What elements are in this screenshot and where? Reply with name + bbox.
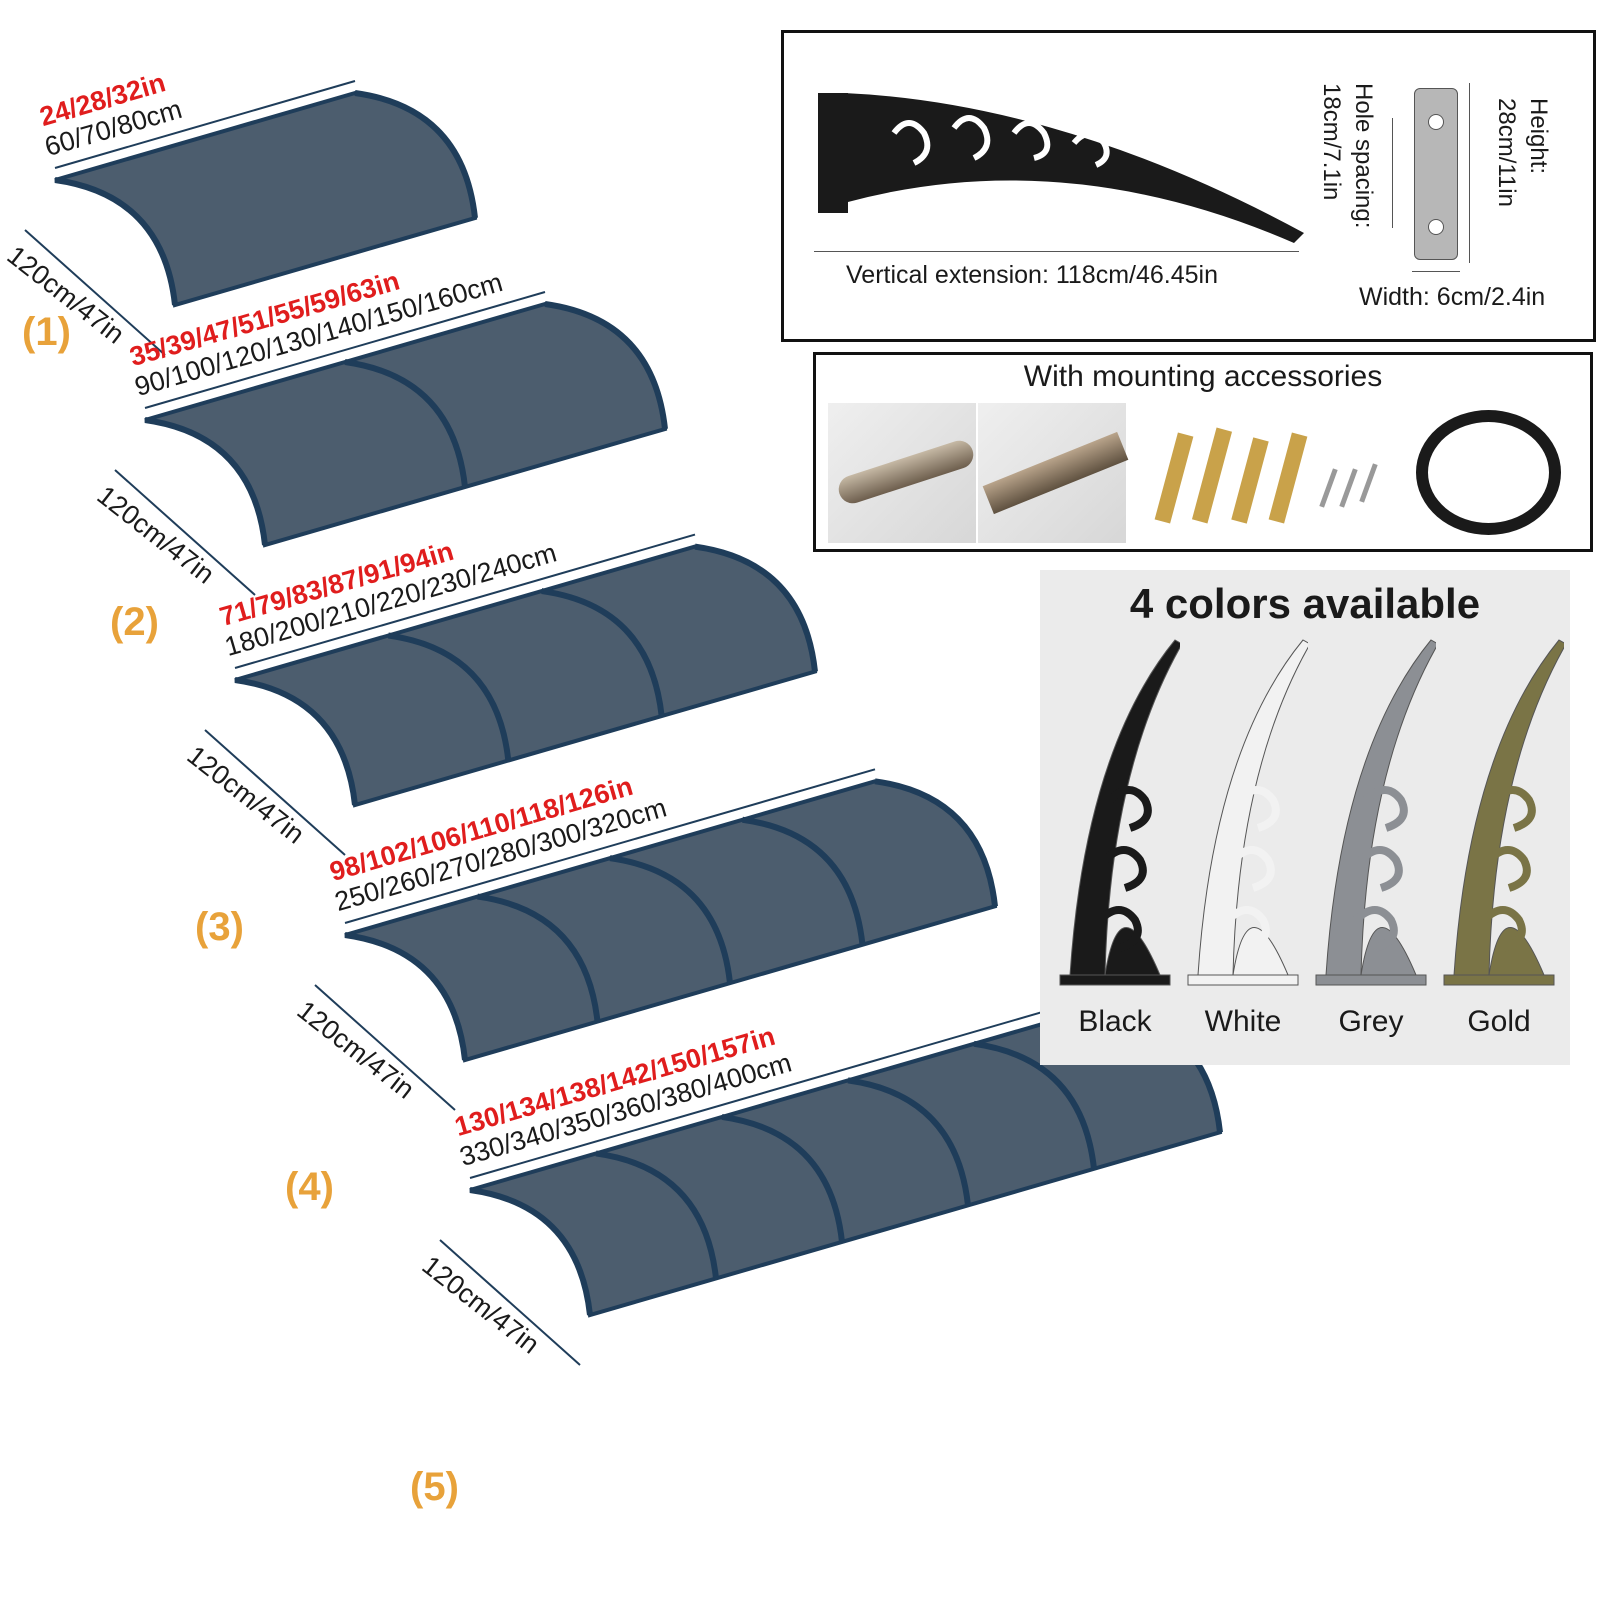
canopy-bracket	[387, 632, 512, 761]
extension-dimension-line	[814, 251, 1299, 252]
colors-panel: 4 colors available Black White Grey	[1040, 570, 1570, 1065]
height-title: Height:	[1525, 98, 1552, 175]
canopy-bracket	[344, 932, 468, 1061]
canopy-number: (5)	[410, 1465, 459, 1509]
bolts-and-screws-icon	[1146, 403, 1396, 543]
accessories-title: With mounting accessories	[1023, 360, 1383, 393]
hole-spacing-title: Hole spacing:	[1350, 83, 1377, 229]
aluminium-strip-icon	[978, 403, 1129, 543]
bracket-black-icon	[1059, 639, 1183, 986]
width-dimension-arrow	[344, 768, 876, 924]
canopy-bracket	[973, 1040, 1097, 1170]
color-option: Black	[1050, 630, 1183, 1060]
depth-dimension-arrow	[204, 729, 346, 856]
canopy-bracket	[544, 301, 668, 430]
canopy-bracket	[609, 855, 733, 984]
color-option-label: Black	[1078, 1005, 1152, 1038]
depth-dimension-arrow	[439, 1239, 581, 1366]
canopy-number: (3)	[195, 905, 244, 949]
canopy-bracket	[344, 359, 468, 488]
width-dimension-arrow	[234, 533, 696, 669]
color-option: Gold	[1434, 630, 1567, 1060]
color-option-label: White	[1204, 1005, 1282, 1038]
canopy-bracket	[469, 1187, 593, 1316]
canopy-number: (2)	[110, 600, 159, 644]
width-label: Width: 6cm/2.4in	[1359, 283, 1546, 311]
canopy-bracket	[144, 417, 268, 546]
aluminium-rail-icon	[828, 403, 977, 543]
width-dimension-arrow	[469, 994, 1101, 1179]
height-label: Height: 28cm/11in	[1484, 78, 1554, 258]
depth-dimension-arrow	[314, 984, 456, 1111]
bracket-gold-icon	[1443, 639, 1567, 986]
height-dimension-line	[1469, 83, 1470, 263]
canopy-bracket	[477, 893, 601, 1022]
canopy-bracket	[234, 677, 358, 806]
width-dimension-arrow	[54, 80, 356, 169]
canopy-bracket	[742, 816, 866, 946]
color-option-label: Grey	[1338, 1005, 1404, 1038]
color-option: Grey	[1306, 630, 1439, 1060]
width-dimension-line	[1412, 271, 1460, 272]
color-option: White	[1178, 630, 1311, 1060]
canopy-bracket	[354, 90, 478, 219]
vertical-extension-label: Vertical extension: 118cm/46.45in	[846, 261, 1218, 289]
bracket-white-icon	[1187, 639, 1311, 986]
canopy-number: (1)	[22, 310, 71, 354]
hole-spacing-value: 18cm/7.1in	[1318, 83, 1345, 201]
depth-dimension-arrow	[114, 469, 256, 596]
height-value: 28cm/11in	[1493, 98, 1520, 207]
canopy-bracket	[874, 778, 998, 907]
canopy-bracket	[595, 1150, 719, 1279]
color-option-label: Gold	[1467, 1005, 1531, 1038]
canopy-bracket	[721, 1113, 845, 1243]
canopy-bracket	[541, 588, 665, 717]
rubber-seal-icon	[1416, 410, 1561, 535]
accessories-panel: With mounting accessories	[813, 352, 1593, 552]
bracket-grey-icon	[1315, 639, 1439, 986]
depth-dimension-arrow	[24, 229, 166, 356]
hole-spacing-dimension-line	[1392, 118, 1393, 228]
canopy-bracket	[54, 177, 178, 306]
canopy-bracket	[847, 1077, 971, 1206]
width-dimension-arrow	[144, 291, 546, 409]
bracket-side-icon	[818, 93, 1304, 243]
canopy-bracket	[694, 543, 818, 672]
mounting-plate-icon	[1414, 88, 1458, 260]
hole-spacing-label: Hole spacing: 18cm/7.1in	[1309, 78, 1379, 258]
canopy-number: (4)	[285, 1165, 334, 1209]
bracket-spec-panel: Vertical extension: 118cm/46.45in Hole s…	[781, 30, 1596, 342]
colors-title: 4 colors available	[1129, 580, 1481, 627]
